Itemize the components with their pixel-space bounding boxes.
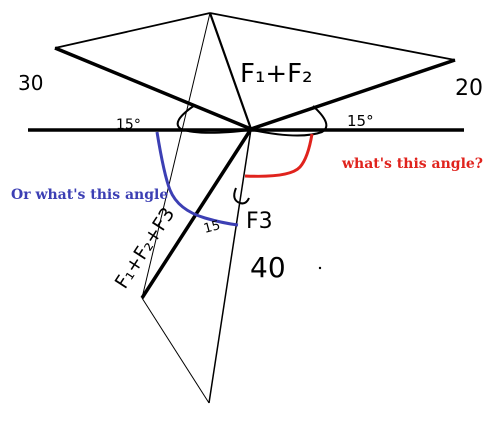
red-question-text: what's this angle? [341, 156, 483, 172]
left-angle-arc [176, 104, 251, 134]
f3-magnitude-label: 40 [250, 251, 286, 284]
blue-angle-curve [155, 131, 239, 227]
construction-line-1 [141, 12, 211, 299]
left-angle-label: 15° [116, 117, 141, 133]
parallelogram-top-right-edge [209, 12, 456, 61]
parallelogram-top-left-edge [54, 12, 211, 49]
f3-label: F3 [246, 209, 273, 234]
stray-dot [318, 266, 322, 270]
sum-all-label: F₁+F₂+F3 [111, 204, 180, 293]
red-angle-curve [244, 133, 314, 178]
small-angle-mark-label: 15 [202, 218, 222, 237]
resultant-f1-f2-line [208, 12, 253, 130]
construction-line-2 [141, 297, 210, 404]
blue-question-text: Or what's this angle [11, 187, 168, 203]
right-angle-arc [251, 105, 328, 137]
f3-vector [208, 128, 252, 404]
right-magnitude-label: 20 [455, 76, 483, 101]
right-angle-label: 15° [347, 112, 374, 130]
force-vector-f1 [54, 46, 252, 131]
force-vector-f2 [250, 58, 456, 131]
resultant-f1-f2-label: F₁+F₂ [240, 59, 313, 89]
f3-angle-hook [233, 187, 250, 205]
left-magnitude-label: 30 [18, 71, 43, 95]
